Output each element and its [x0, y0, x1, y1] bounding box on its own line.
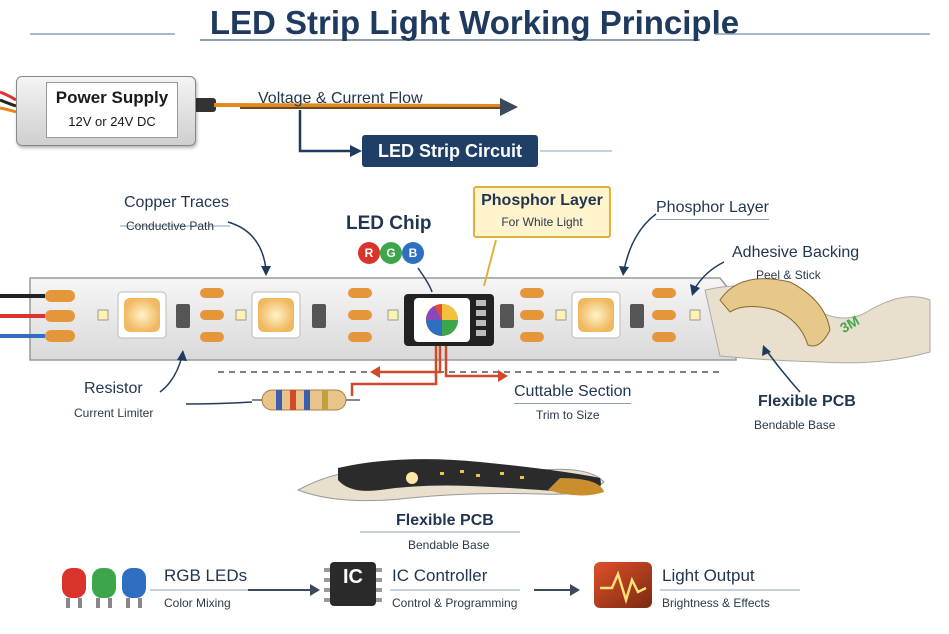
- rgb-leds-icon: [62, 568, 146, 608]
- flexible-pcb-sub: Bendable Base: [754, 418, 836, 432]
- blue-chip-badge: B: [402, 242, 424, 264]
- copper-traces-title: Copper Traces: [124, 194, 229, 211]
- rgb-leds-sub: Color Mixing: [164, 596, 231, 610]
- phosphor-layer-label: Phosphor Layer: [656, 199, 769, 220]
- light-output-title: Light Output: [662, 566, 755, 585]
- adhesive-title: Adhesive Backing: [732, 244, 860, 261]
- phosphor-box-title: Phosphor Layer: [481, 192, 603, 209]
- cuttable-sub: Trim to Size: [536, 408, 600, 422]
- phosphor-box-sub: For White Light: [501, 215, 583, 229]
- flow-label: Voltage & Current Flow: [258, 90, 423, 107]
- power-supply-spec: 12V or 24V DC: [68, 114, 156, 129]
- flexible-pcb-center-sub: Bendable Base: [408, 538, 490, 552]
- light-output-sub: Brightness & Effects: [662, 596, 770, 610]
- phosphor-layer-box: Phosphor Layer For White Light: [473, 186, 611, 238]
- resistor-sub: Current Limiter: [74, 406, 154, 420]
- circuit-badge: LED Strip Circuit: [362, 135, 538, 167]
- page-title: LED Strip Light Working Principle: [209, 4, 740, 41]
- ic-controller-sub: Control & Programming: [392, 596, 518, 610]
- ic-controller-title: IC Controller: [392, 566, 488, 585]
- power-supply-title: Power Supply: [55, 88, 169, 107]
- light-output-icon: [594, 562, 652, 608]
- rgb-leds-title: RGB LEDs: [164, 566, 248, 585]
- red-chip-badge: R: [358, 242, 380, 264]
- ic-icon-text: IC: [343, 566, 363, 588]
- flexible-pcb-center-title: Flexible PCB: [396, 512, 494, 529]
- green-chip-badge: G: [380, 242, 402, 264]
- resistor-title: Resistor: [84, 380, 143, 397]
- power-supply-label: Power Supply 12V or 24V DC: [46, 82, 178, 138]
- copper-traces-sub: Conductive Path: [126, 219, 215, 233]
- led-chip-title: LED Chip: [346, 213, 432, 234]
- cuttable-title: Cuttable Section: [514, 383, 632, 404]
- ic-chip-icon: [324, 562, 382, 606]
- flexible-pcb-title: Flexible PCB: [758, 393, 856, 410]
- adhesive-sub: Peel & Stick: [756, 268, 821, 282]
